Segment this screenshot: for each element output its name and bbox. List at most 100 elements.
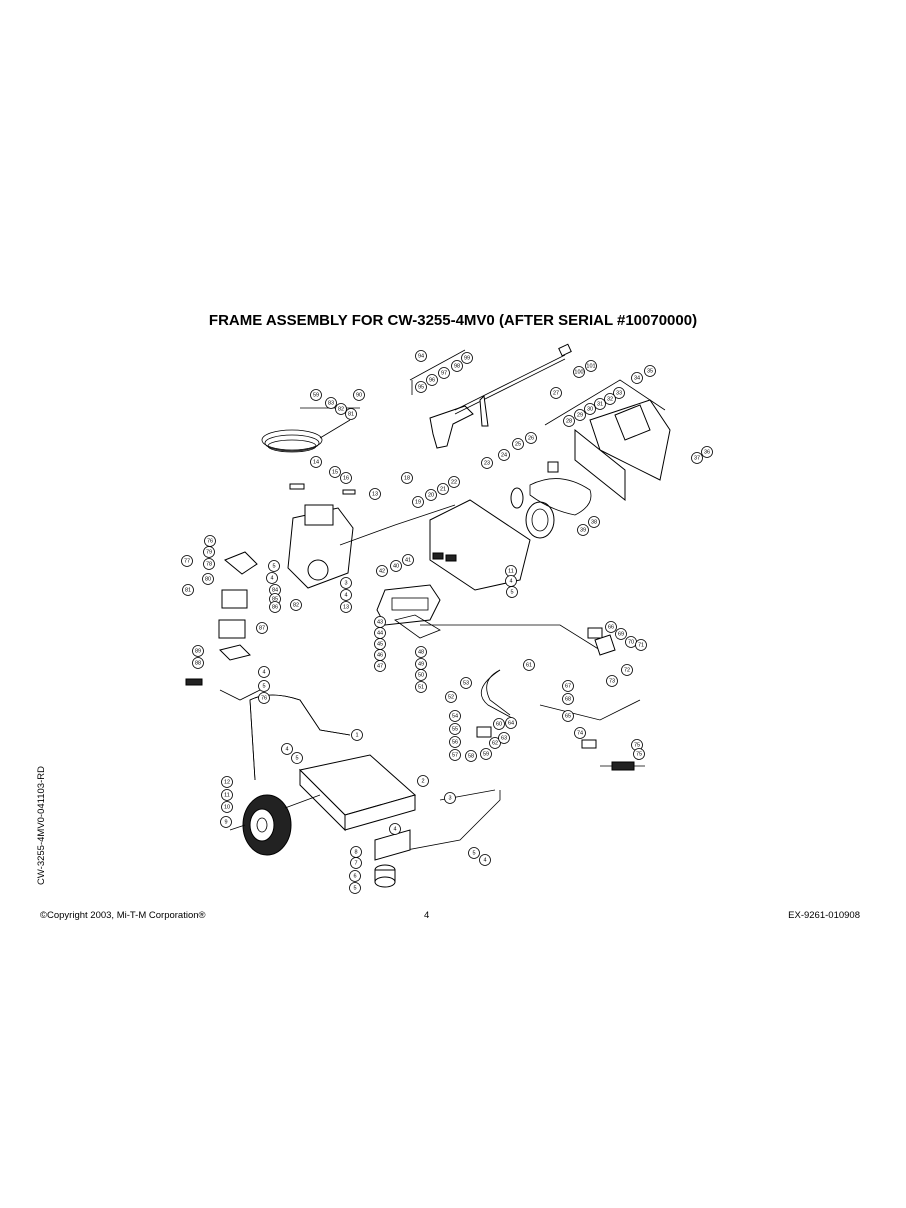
callout-39: 39 bbox=[577, 524, 589, 536]
callout-58: 58 bbox=[465, 750, 477, 762]
callout-circle bbox=[182, 584, 194, 596]
callout-label: 10 bbox=[224, 804, 230, 810]
callout-label: 73 bbox=[609, 678, 615, 684]
callout-62: 62 bbox=[489, 737, 501, 749]
callout-label: 4 bbox=[285, 746, 288, 752]
callout-label: 4 bbox=[262, 669, 265, 675]
callout-label: 57 bbox=[452, 752, 458, 758]
callout-41: 41 bbox=[402, 554, 414, 566]
callout-29: 29 bbox=[574, 409, 586, 421]
callout-label: 50 bbox=[418, 672, 424, 678]
callout-label: 3 bbox=[448, 795, 451, 801]
callout-label: 89 bbox=[195, 648, 201, 654]
callout-96: 96 bbox=[426, 374, 438, 386]
callout-circle bbox=[615, 628, 627, 640]
callout-label: 22 bbox=[451, 479, 457, 485]
callout-30: 30 bbox=[584, 403, 596, 415]
callout-circle bbox=[525, 432, 537, 444]
callout-3: 3 bbox=[444, 792, 456, 804]
callout-circle bbox=[573, 366, 585, 378]
callout-70: 70 bbox=[625, 636, 637, 648]
spray-gun-and-wand bbox=[409, 343, 572, 449]
callout-circle bbox=[325, 397, 337, 409]
callout-label: 19 bbox=[415, 499, 421, 505]
callout-94: 94 bbox=[415, 350, 427, 362]
callout-42: 42 bbox=[376, 565, 388, 577]
callout-82: 82 bbox=[335, 403, 347, 415]
callout-circle bbox=[340, 577, 352, 589]
callout-circle bbox=[258, 680, 270, 692]
callout-label: 71 bbox=[638, 642, 644, 648]
callout-label: 45 bbox=[377, 641, 383, 647]
callout-circle bbox=[512, 438, 524, 450]
callout-label: 54 bbox=[452, 713, 458, 719]
callout-label: 34 bbox=[634, 375, 640, 381]
callout-53: 53 bbox=[460, 677, 472, 689]
callout-label: 87 bbox=[259, 625, 265, 631]
callout-87: 87 bbox=[256, 622, 268, 634]
callout-label: 8 bbox=[354, 849, 357, 855]
callout-5: 5 bbox=[349, 882, 361, 894]
callout-label: 37 bbox=[694, 455, 700, 461]
callout-label: 46 bbox=[377, 652, 383, 658]
callout-5: 5 bbox=[268, 560, 280, 572]
callout-40: 40 bbox=[390, 560, 402, 572]
callout-circle bbox=[221, 789, 233, 801]
callout-label: 4 bbox=[393, 826, 396, 832]
callout-circle bbox=[480, 748, 492, 760]
callout-48: 48 bbox=[415, 646, 427, 658]
callout-label: 81 bbox=[185, 587, 191, 593]
callout-label: 40 bbox=[393, 563, 399, 569]
callout-circle bbox=[437, 483, 449, 495]
callout-circle bbox=[220, 816, 232, 828]
callout-circle bbox=[426, 374, 438, 386]
callout-label: 52 bbox=[448, 694, 454, 700]
callout-14: 14 bbox=[310, 456, 322, 468]
callout-9: 9 bbox=[220, 816, 232, 828]
callout-label: 61 bbox=[526, 662, 532, 668]
callout-label: 11 bbox=[508, 568, 514, 574]
callout-13: 13 bbox=[369, 488, 381, 500]
callout-82: 82 bbox=[290, 599, 302, 611]
callout-label: 82 bbox=[338, 406, 344, 412]
callout-75: 75 bbox=[633, 748, 645, 760]
callout-circle bbox=[635, 639, 647, 651]
callout-label: 43 bbox=[377, 619, 383, 625]
callout-circle bbox=[290, 599, 302, 611]
callout-13: 13 bbox=[340, 601, 352, 613]
callout-38: 38 bbox=[588, 516, 600, 528]
callout-circle bbox=[449, 736, 461, 748]
callout-90: 90 bbox=[353, 389, 365, 401]
callout-label: 62 bbox=[492, 740, 498, 746]
footer-copyright: ©Copyright 2003, Mi-T-M Corporation® bbox=[40, 910, 206, 921]
callout-label: 56 bbox=[452, 739, 458, 745]
callout-circle bbox=[506, 586, 518, 598]
pulleys-and-belt bbox=[510, 461, 592, 539]
callout-49: 49 bbox=[415, 658, 427, 670]
callout-60: 60 bbox=[493, 718, 505, 730]
callout-circle bbox=[584, 403, 596, 415]
callout-circle bbox=[574, 727, 586, 739]
callout-circle bbox=[401, 472, 413, 484]
callout-73: 73 bbox=[606, 675, 618, 687]
callout-label: 27 bbox=[553, 390, 559, 396]
callout-label: 5 bbox=[262, 683, 265, 689]
hose-assembly bbox=[261, 407, 360, 453]
callout-68: 68 bbox=[562, 693, 574, 705]
callout-label: 33 bbox=[616, 390, 622, 396]
callout-label: 35 bbox=[647, 368, 653, 374]
callout-label: 38 bbox=[591, 519, 597, 525]
callout-81: 81 bbox=[182, 584, 194, 596]
callout-circle bbox=[335, 403, 347, 415]
callout-28: 28 bbox=[563, 415, 575, 427]
callout-label: 100 bbox=[574, 369, 583, 375]
callout-circle bbox=[585, 360, 597, 372]
rubber-foot bbox=[374, 864, 396, 888]
callout-circle bbox=[340, 472, 352, 484]
callout-25: 25 bbox=[512, 438, 524, 450]
callout-circle bbox=[550, 387, 562, 399]
callout-circle bbox=[523, 659, 535, 671]
callout-22: 22 bbox=[448, 476, 460, 488]
callout-label: 31 bbox=[597, 401, 603, 407]
callout-59: 59 bbox=[310, 389, 322, 401]
